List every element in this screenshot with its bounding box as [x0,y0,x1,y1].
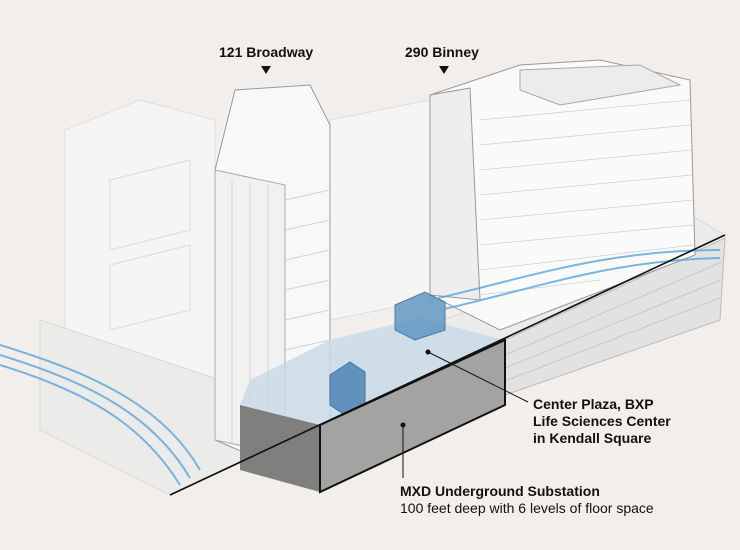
binney-pointer-icon [439,66,449,74]
substation-leader-dot [400,422,406,428]
podium-lines [504,261,723,382]
plaza-leader-line [427,351,529,403]
broadway-label: 121 Broadway [219,44,314,60]
plaza-label-line1: Center Plaza, BXP [533,396,654,412]
binney-tower [429,59,696,331]
plaza-label-line2: Life Sciences Center [533,413,671,429]
plaza-leader-dot [425,349,431,355]
plaza-label-line3: in Kendall Square [533,430,652,446]
binney-label: 290 Binney [405,44,479,60]
substation-left-face [240,405,320,492]
substation-title: MXD Underground Substation [400,483,600,499]
broadway-pointer-icon [261,66,271,74]
center-plaza [240,318,505,425]
underground-cables [0,249,721,486]
plaza-label: Center Plaza, BXP Life Sciences Center i… [533,396,671,447]
substation-label: MXD Underground Substation 100 feet deep… [400,483,654,517]
substation-description: 100 feet deep with 6 levels of floor spa… [400,500,654,516]
underground-substation [319,338,506,494]
glass-pavilion-large [394,291,446,341]
ground-line [169,234,726,496]
ghost-building-middle [329,99,431,321]
